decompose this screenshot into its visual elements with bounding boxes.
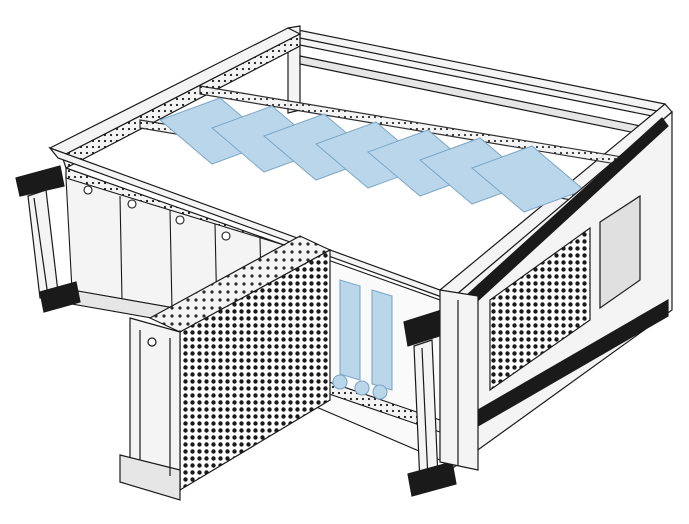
center-bay	[299, 249, 441, 461]
plugin-module	[119, 235, 332, 501]
card-guide-rails	[159, 97, 585, 213]
rear-frame	[284, 25, 666, 139]
left-handle	[15, 165, 81, 313]
right-side-panel	[449, 110, 673, 472]
front-right-post	[439, 289, 479, 471]
